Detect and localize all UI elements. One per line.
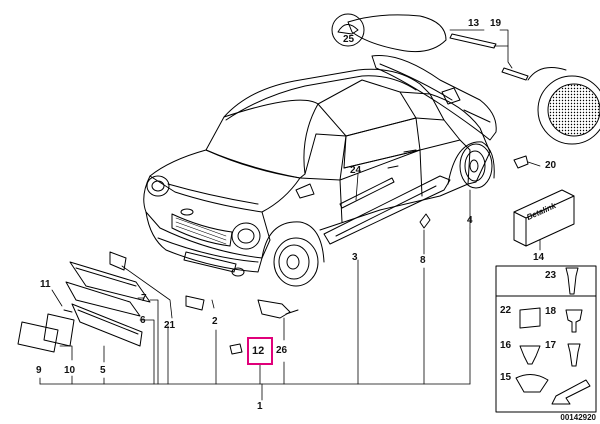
callout-16: 16 [500, 340, 512, 351]
callout-11: 11 [40, 279, 51, 290]
callout-19: 19 [490, 18, 502, 29]
round-cover-drawing [527, 67, 600, 145]
grille-trim-6 [65, 281, 141, 317]
callout-5: 5 [100, 365, 106, 376]
callout-2: 2 [212, 316, 218, 327]
callout-18: 18 [545, 306, 557, 317]
screw-23 [565, 267, 579, 295]
detail-circle-25 [331, 13, 365, 47]
callout-10: 10 [64, 365, 76, 376]
clip-nut-22 [519, 307, 541, 329]
rear-spoiler-drawing [347, 14, 497, 141]
callout-22: 22 [500, 305, 512, 316]
callout-4: 4 [467, 215, 473, 226]
callout-25: 25 [343, 34, 355, 45]
rivet-16 [519, 345, 541, 365]
callout-9: 9 [36, 365, 42, 376]
highlight-frame [247, 337, 273, 365]
callout-12: 12 [252, 345, 265, 357]
fog-cover-2 [185, 295, 205, 311]
hardware-box [495, 265, 597, 413]
car-body-drawing [143, 68, 495, 287]
grille-trim-7 [69, 261, 151, 303]
callout-1: 1 [257, 401, 263, 412]
callout-20: 20 [545, 160, 557, 171]
side-skirt-24 [323, 175, 451, 245]
cover-26 [257, 299, 291, 319]
betalink-box-drawing [513, 189, 575, 247]
reflector-21 [109, 251, 127, 271]
trim-strip-19 [501, 67, 529, 81]
drawing-number: 00142920 [560, 413, 596, 422]
clip-20 [513, 155, 529, 169]
push-pin-17 [567, 343, 581, 367]
callout-3: 3 [352, 252, 358, 263]
plate-bracket-10 [43, 313, 75, 347]
clip-15 [515, 374, 549, 393]
callout-6: 6 [140, 315, 146, 326]
clip-8 [419, 213, 431, 229]
callout-26: 26 [276, 345, 288, 356]
rivet-18 [565, 309, 583, 333]
callout-14: 14 [533, 252, 545, 263]
callout-7: 7 [141, 293, 147, 304]
direction-arrow [551, 379, 591, 405]
side-strip-24 [339, 177, 395, 209]
plate-holder-9 [17, 321, 59, 353]
callout-8: 8 [420, 255, 426, 266]
callout-13: 13 [468, 18, 480, 29]
callout-15: 15 [500, 372, 512, 383]
callout-23: 23 [545, 270, 557, 281]
trim-strip-13 [449, 33, 497, 49]
lower-grille-5 [71, 303, 143, 347]
callout-21: 21 [164, 320, 176, 331]
clip-12-drawing [229, 343, 243, 355]
callout-17: 17 [545, 340, 557, 351]
callout-24: 24 [350, 165, 362, 176]
